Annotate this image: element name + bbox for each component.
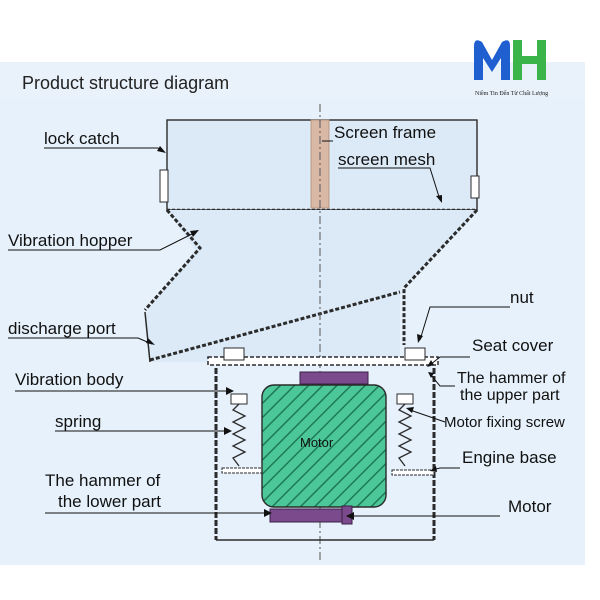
label-screen-mesh: screen mesh (338, 150, 435, 169)
label-lower-hammer-2: the lower part (58, 492, 161, 511)
hopper-bottom-slope (149, 290, 401, 362)
lower-hammer (269, 508, 349, 523)
motor-inner-label: Motor (300, 435, 334, 450)
leader-arrows (146, 146, 442, 520)
label-motor: Motor (508, 497, 552, 516)
spring-right (396, 393, 414, 467)
vibration-hopper (143, 208, 479, 363)
label-nut: nut (510, 288, 534, 307)
label-engine-base: Engine base (462, 448, 557, 467)
label-seat-cover: Seat cover (472, 336, 554, 355)
spring-cap-left (230, 393, 248, 405)
label-upper-hammer-1: The hammer of (457, 370, 566, 387)
spring-coil-left (231, 403, 247, 467)
label-upper-hammer-2: the upper part (460, 387, 560, 404)
base-ledge-right (391, 469, 435, 476)
base-ledge-left (221, 467, 263, 474)
mh-logo: Niềm Tin Đến Từ Chất Lượng (474, 40, 548, 97)
motor-body (261, 384, 387, 508)
spring-left (230, 393, 248, 467)
part-labels: lock catch Vibration hopper discharge po… (8, 123, 566, 516)
right-clip-part (470, 175, 480, 199)
label-screen-frame: Screen frame (334, 123, 436, 142)
diagram-title: Product structure diagram (22, 73, 229, 93)
leader-lines (8, 140, 510, 517)
spring-cap-right (396, 393, 414, 405)
label-motor-fixing-screw: Motor fixing screw (444, 414, 565, 431)
engine-base (214, 368, 436, 541)
logo-h-shape (513, 40, 546, 80)
lock-catch-part (159, 169, 169, 203)
upper-hammer (299, 371, 369, 385)
hopper-left-wall (143, 209, 202, 311)
label-lower-hammer-1: The hammer of (45, 471, 161, 490)
label-vibration-body: Vibration body (15, 370, 124, 389)
label-spring: spring (55, 412, 101, 431)
nut-left (223, 347, 245, 361)
vibration-body (207, 347, 439, 385)
label-lock-catch: lock catch (44, 129, 120, 148)
label-discharge-port: discharge port (8, 319, 116, 338)
hopper-shape (145, 210, 477, 362)
hopper-right-wall (402, 208, 479, 345)
nut-right (404, 347, 426, 361)
spring-coil-right (397, 403, 413, 467)
motor: Motor (261, 384, 387, 525)
discharge-port-edge (144, 311, 151, 363)
title-bar (0, 62, 585, 98)
label-vibration-hopper: Vibration hopper (8, 231, 133, 250)
logo-tagline: Niềm Tin Đến Từ Chất Lượng (475, 90, 548, 97)
logo-m-shape (474, 40, 510, 80)
seat-cover-plate (207, 356, 439, 366)
